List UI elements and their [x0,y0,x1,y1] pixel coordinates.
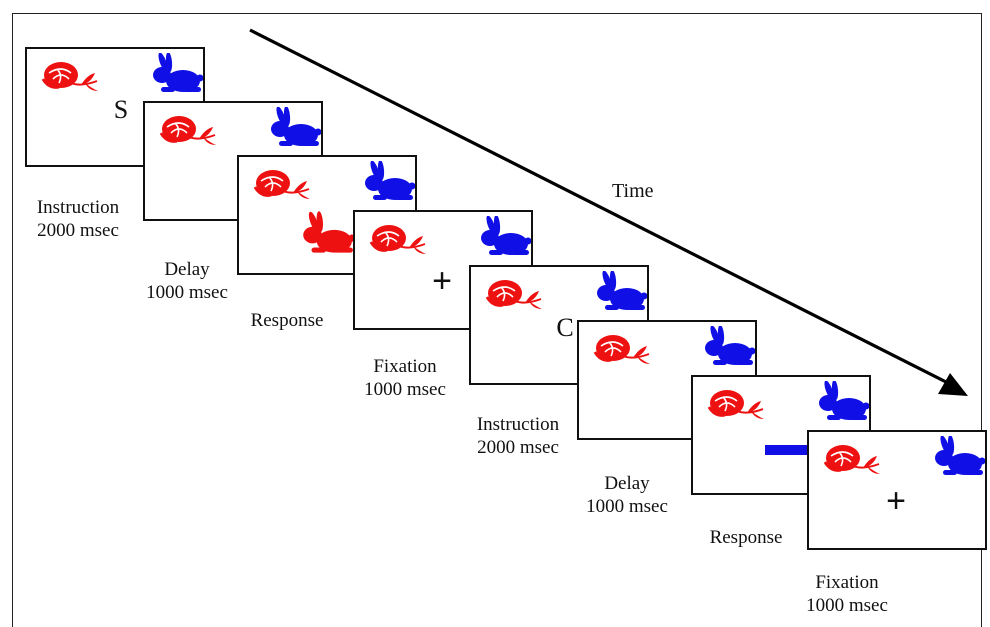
rabbit-icon [271,107,321,146]
rose-icon [823,445,880,474]
frame-fixation-2: + [807,430,987,550]
caption-response-2: Response [709,527,783,548]
rabbit-icon [935,436,985,475]
time-label: Time [612,180,654,202]
instruction-letter: C [556,313,574,342]
rabbit-icon [819,381,869,420]
rose-icon [485,280,542,309]
figure-border [12,13,982,627]
response-rabbit-icon [303,211,355,253]
rose-icon [41,62,98,91]
rabbit-icon [153,53,203,92]
rose-icon [707,390,764,419]
rabbit-icon [597,271,647,310]
rabbit-icon [705,326,755,365]
response-bar [765,445,811,455]
rose-icon [159,116,216,145]
fixation-cross: + [886,482,906,520]
fixation-cross: + [432,262,452,300]
rose-icon [369,225,426,254]
instruction-letter: S [113,95,129,124]
rose-icon [253,170,310,199]
caption-response-1: Response [250,310,324,331]
rose-icon [593,335,650,364]
rabbit-icon [481,216,531,255]
rabbit-icon [365,161,415,200]
